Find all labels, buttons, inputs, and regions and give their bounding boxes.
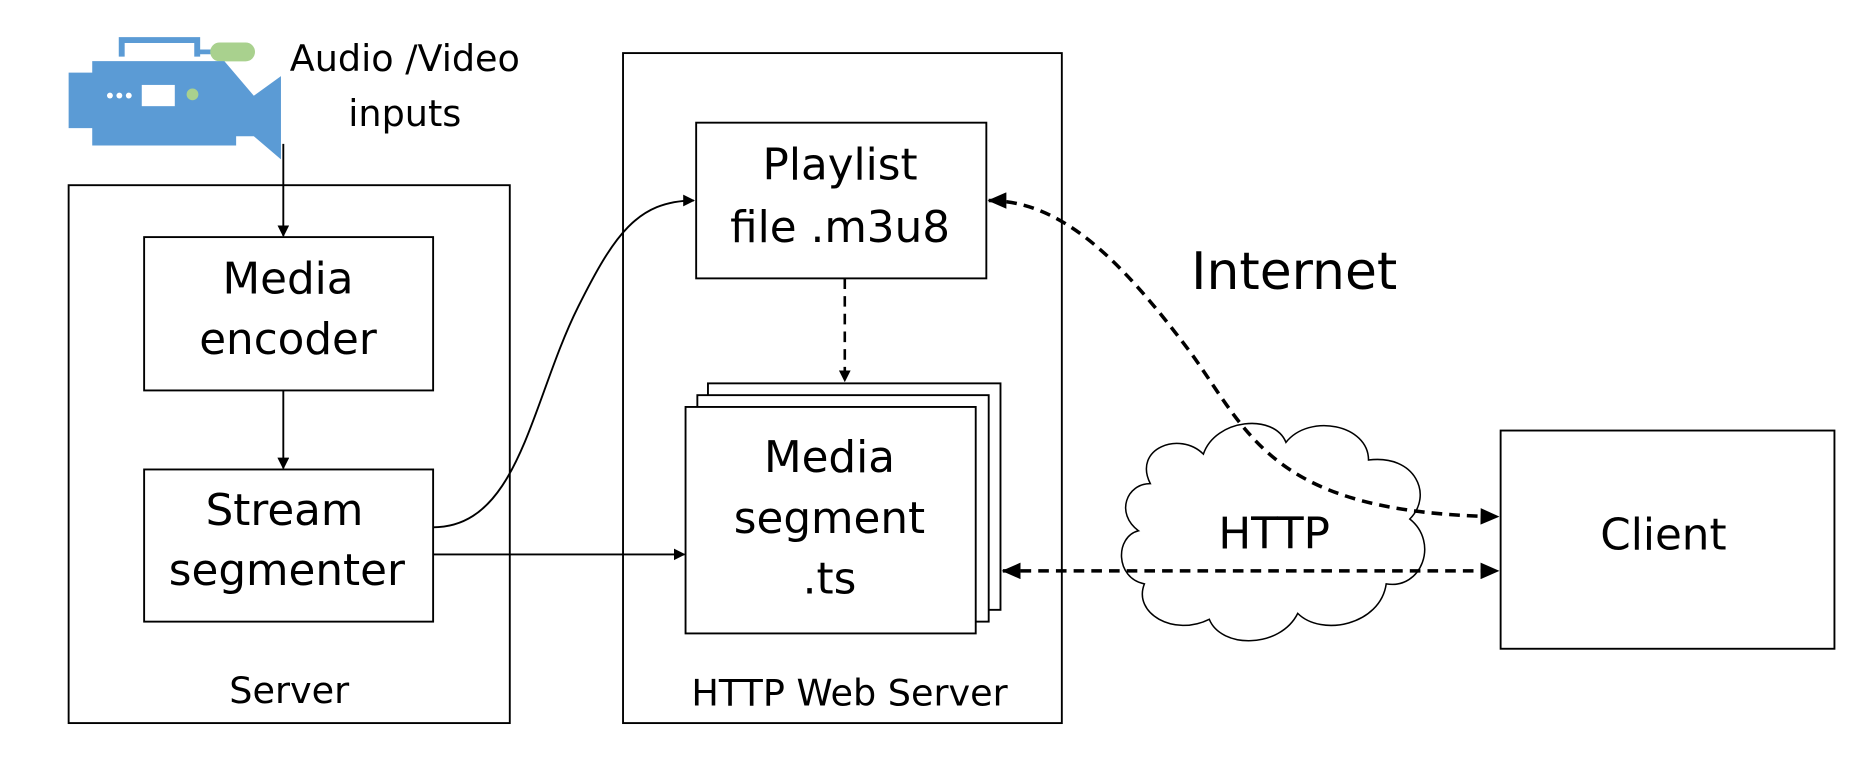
client-box	[1499, 429, 1836, 650]
stream-segmenter-line1: Stream	[206, 485, 364, 536]
video-camera-icon	[68, 37, 281, 160]
segmenter-to-playlist-arrow	[433, 194, 695, 529]
inputs-label-line2: inputs	[348, 92, 461, 135]
playlist-client-request-arrow	[987, 192, 1500, 525]
media-encoder-line2: encoder	[199, 314, 377, 365]
client-label: Client	[1600, 510, 1726, 561]
inputs-label-line1: Audio /Video	[290, 37, 520, 80]
media-encoder-box	[143, 236, 435, 392]
media-segment-line2: segment	[734, 493, 925, 544]
media-segment-line1: Media	[764, 432, 895, 483]
server-label: Server	[229, 669, 350, 712]
media-segment-box	[684, 406, 977, 635]
media-segment-line3: .ts	[803, 553, 857, 604]
http-protocol-label: HTTP	[1218, 508, 1330, 559]
http-web-server-label: HTTP Web Server	[691, 671, 1008, 714]
stream-segmenter-line2: segmenter	[169, 545, 405, 596]
playlist-line2: file .m3u8	[730, 202, 950, 253]
media-encoder-line1: Media	[223, 254, 354, 305]
playlist-line1: Playlist	[763, 139, 918, 190]
playlist-box	[695, 121, 988, 280]
internet-label: Internet	[1191, 242, 1397, 302]
